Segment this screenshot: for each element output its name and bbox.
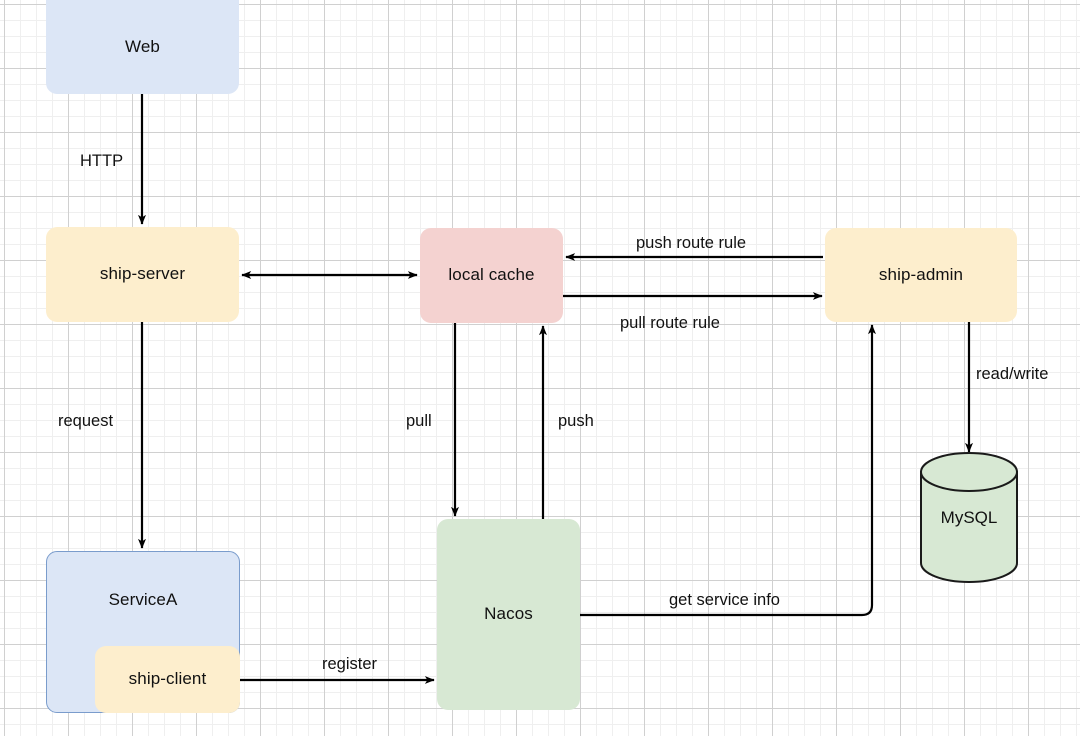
node-mysql-label: MySQL bbox=[940, 508, 998, 527]
edge-label-register: register bbox=[322, 655, 378, 673]
node-local-cache-label: local cache bbox=[448, 265, 535, 285]
edge-label-pull: pull bbox=[406, 412, 432, 430]
node-servicea-label: ServiceA bbox=[108, 590, 178, 609]
node-ship-client-label: ship-client bbox=[128, 669, 207, 689]
edge-label-read-write: read/write bbox=[976, 365, 1049, 383]
node-local-cache[interactable]: local cache bbox=[420, 228, 563, 323]
edge-label-get-service-info: get service info bbox=[669, 591, 780, 609]
node-ship-client[interactable]: ship-client bbox=[95, 646, 240, 713]
node-mysql[interactable]: MySQL bbox=[920, 452, 1018, 583]
edge-label-push: push bbox=[558, 412, 594, 430]
node-ship-admin-label: ship-admin bbox=[878, 264, 964, 284]
edge-nacos-get-service-info bbox=[580, 324, 876, 617]
edge-label-push-route-rule: push route rule bbox=[636, 234, 747, 252]
edge-label-pull-route-rule: pull route rule bbox=[620, 314, 720, 332]
node-ship-server-label: ship-server bbox=[99, 264, 186, 284]
node-ship-admin[interactable]: ship-admin bbox=[825, 228, 1017, 322]
node-nacos[interactable]: Nacos bbox=[437, 519, 580, 710]
cylinder-shape bbox=[920, 452, 1018, 583]
node-web[interactable]: Web bbox=[46, 0, 239, 94]
edge-label-http: HTTP bbox=[80, 152, 124, 170]
node-web-label: Web bbox=[125, 36, 160, 56]
edge-label-request: request bbox=[58, 412, 114, 430]
node-ship-server[interactable]: ship-server bbox=[46, 227, 239, 322]
node-nacos-label: Nacos bbox=[484, 604, 533, 624]
